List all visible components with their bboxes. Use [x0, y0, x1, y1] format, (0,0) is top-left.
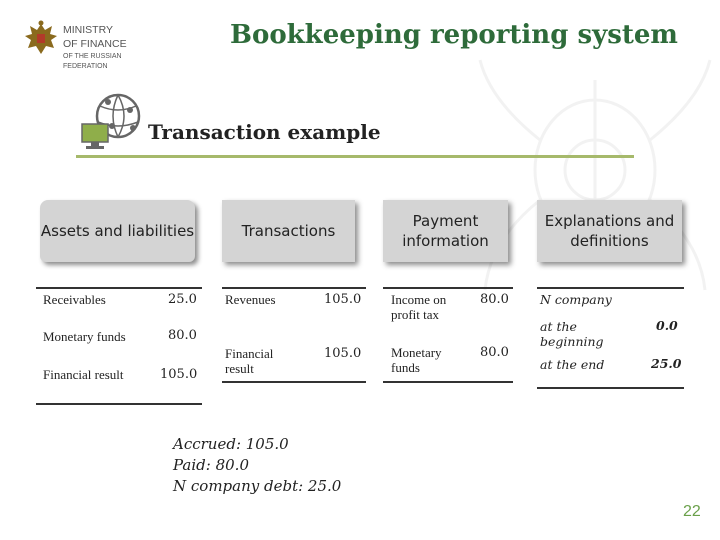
assets-row-label: Monetary funds	[43, 329, 126, 344]
company-name: N company	[540, 292, 612, 307]
ministry-name-line1: MINISTRY	[63, 24, 113, 36]
section-divider	[76, 155, 634, 158]
summary-accrued: Accrued: 105.0	[173, 435, 289, 453]
transaction-row-label: Revenues	[225, 292, 276, 307]
assets-liabilities-header: Assets and liabilities	[40, 200, 195, 262]
ministry-name-line2: OF FINANCE	[63, 38, 127, 50]
assets-row-value: 25.0	[168, 292, 197, 307]
watermark-emblem-icon	[478, 59, 712, 291]
beginning-label: at the beginning	[540, 319, 604, 349]
assets-row-label: Receivables	[43, 292, 106, 307]
globe-network-icon	[81, 93, 141, 149]
summary-paid: Paid: 80.0	[173, 456, 249, 474]
payment-row-label: Income on profit tax	[391, 292, 447, 322]
assets-bottom-rule	[36, 403, 202, 405]
beginning-value: 0.0	[656, 318, 678, 333]
ministry-name-line4: FEDERATION	[63, 63, 108, 70]
transaction-row-value: 105.0	[324, 346, 362, 361]
page-title: Bookkeeping reporting system	[230, 20, 678, 50]
transactions-top-rule	[222, 287, 366, 289]
end-value: 25.0	[651, 356, 682, 371]
payment-row-value: 80.0	[480, 345, 509, 360]
transaction-row-value: 105.0	[324, 292, 362, 307]
explanations-bottom-rule	[537, 387, 684, 389]
summary-block: Accrued: 105.0 Paid: 80.0 N company debt…	[173, 434, 341, 497]
payment-information-header: Payment information	[383, 200, 508, 262]
end-label: at the end	[540, 357, 605, 372]
section-title: Transaction example	[148, 120, 381, 144]
transaction-row-label: Financial result	[225, 346, 274, 376]
payment-row-label: Monetary funds	[391, 345, 442, 375]
explanations-top-rule	[537, 287, 684, 289]
russian-emblem-icon	[25, 20, 57, 54]
assets-top-rule	[36, 287, 202, 289]
payment-bottom-rule	[383, 381, 513, 383]
summary-debt: N company debt: 25.0	[173, 477, 342, 495]
assets-row-label: Financial result	[43, 367, 124, 382]
assets-row-value: 80.0	[168, 328, 197, 343]
page-number: 22	[683, 503, 701, 520]
assets-row-value: 105.0	[160, 367, 198, 382]
payment-row-value: 80.0	[480, 292, 509, 307]
monitor-icon	[81, 123, 109, 149]
payment-top-rule	[383, 287, 513, 289]
explanations-header: Explanations and definitions	[537, 200, 682, 262]
transactions-bottom-rule	[222, 381, 366, 383]
transactions-header: Transactions	[222, 200, 355, 262]
ministry-name-line3: OF THE RUSSIAN	[63, 53, 122, 60]
